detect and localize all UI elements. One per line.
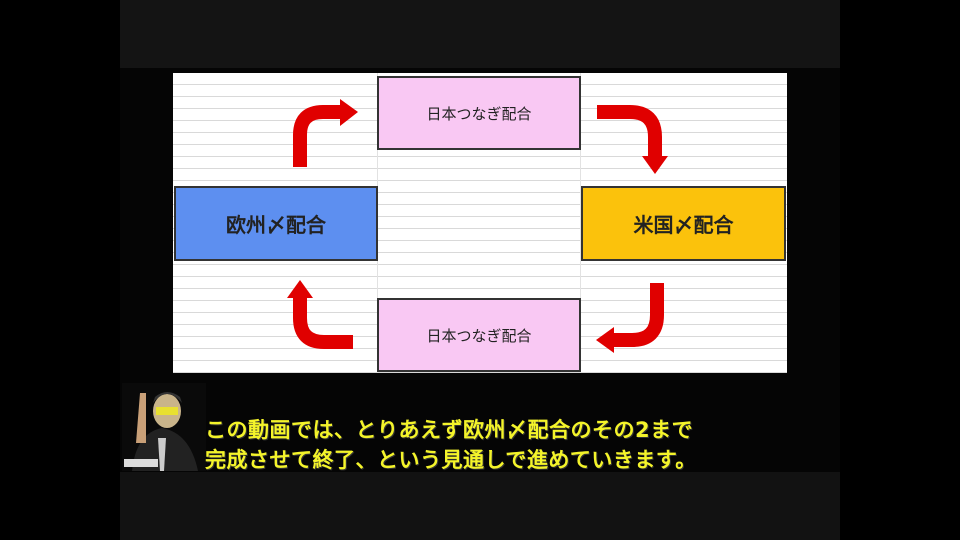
arrowhead-up-icon <box>287 280 313 298</box>
arrowhead-left-icon <box>596 327 614 353</box>
bottom-japan-bridge-box: 日本つなぎ配合 <box>377 298 581 372</box>
left-box-label: 欧州〆配合 <box>226 213 326 237</box>
narrator-avatar <box>122 383 206 471</box>
us-finish-box: 米国〆配合 <box>581 186 786 261</box>
subtitle-line-2: 完成させて終了、という見通しで進めていきます。 <box>205 448 697 472</box>
arrow-top-right <box>597 105 662 158</box>
subtitle-line-1: この動画では、とりあえず欧州〆配合のその2まで <box>205 418 694 442</box>
grid-column-line <box>580 73 581 373</box>
bottom-letterbox <box>120 472 840 540</box>
arrow-bottom-right <box>612 283 664 347</box>
bottom-box-label: 日本つなぎ配合 <box>426 326 532 345</box>
top-japan-bridge-box: 日本つなぎ配合 <box>377 76 581 150</box>
top-box-label: 日本つなぎ配合 <box>426 104 532 123</box>
arrowhead-right-icon <box>340 99 358 126</box>
top-letterbox <box>120 0 840 68</box>
right-box-label: 米国〆配合 <box>633 213 734 237</box>
europe-finish-box: 欧州〆配合 <box>174 186 378 261</box>
arrow-bottom-left <box>293 296 353 349</box>
arrowhead-down-icon <box>642 156 668 174</box>
arrow-top-left <box>293 105 342 167</box>
